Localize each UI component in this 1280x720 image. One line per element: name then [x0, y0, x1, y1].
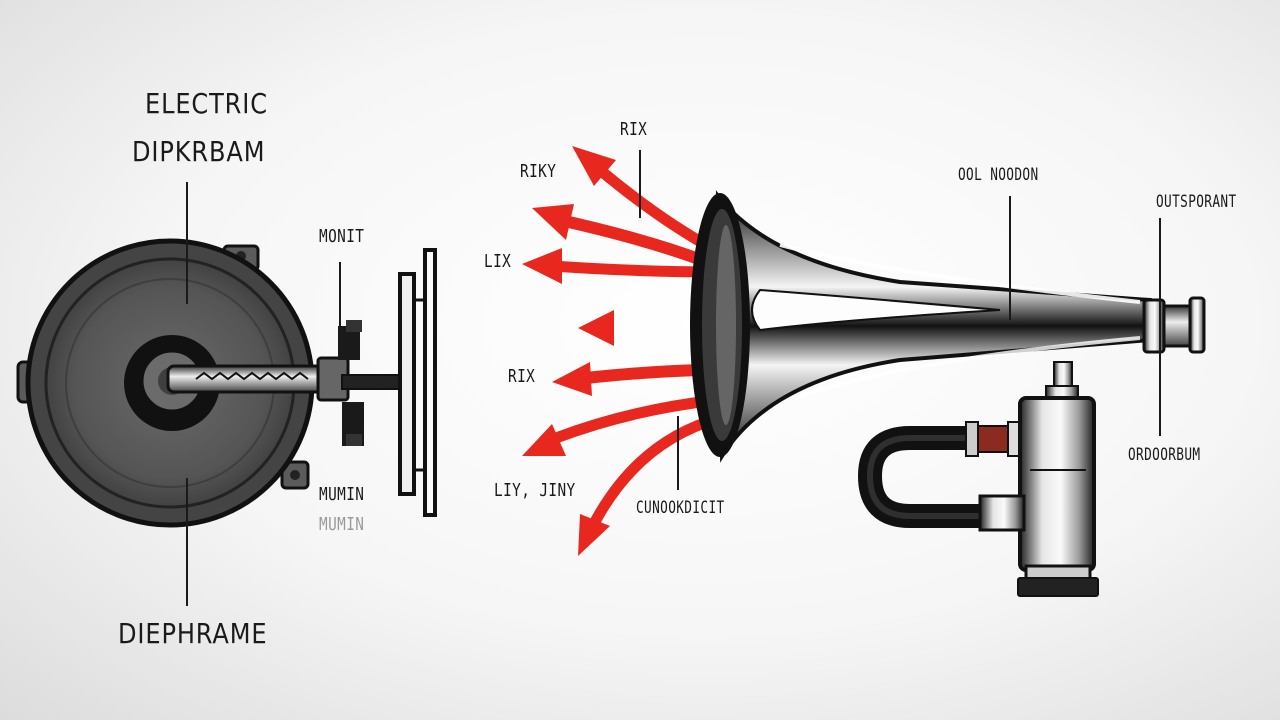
- label-riky: RIKY: [520, 161, 557, 182]
- mounting-lug-right: [280, 460, 310, 490]
- horn-end-fitting: [1142, 296, 1206, 354]
- compressor-assembly: [857, 361, 1099, 597]
- label-connector: CUNOOKDICIT: [636, 498, 725, 518]
- leader-lines: [186, 150, 1161, 606]
- actuator-rod: [166, 320, 405, 446]
- label-mumin-reflection: MUMIN: [319, 514, 365, 535]
- label-outlet: OUTSPORANT: [1156, 192, 1237, 212]
- vibrating-plate: [398, 248, 437, 517]
- label-ordoorbum: ORDOORBUM: [1128, 445, 1201, 465]
- label-liy-jiny: LIY, JINY: [494, 480, 576, 501]
- label-rix-top: RIX: [620, 119, 648, 140]
- red-fitting: [965, 421, 1023, 457]
- label-oil-induction: OOL NOODON: [958, 165, 1039, 185]
- arrow-5: [552, 362, 706, 396]
- arrow-7: [578, 412, 726, 556]
- valve-top-nozzle: [1045, 361, 1079, 399]
- arrow-1: [572, 146, 721, 256]
- valve-body: [1018, 396, 1096, 572]
- label-monit: MONIT: [319, 226, 365, 247]
- label-rix-mid: RIX: [508, 366, 536, 387]
- label-diaphragm-bottom: DIEPHRAME: [118, 617, 268, 650]
- label-mumin: MUMIN: [319, 484, 365, 505]
- label-lix: LIX: [484, 251, 512, 272]
- label-electric: ELECTRIC: [145, 87, 268, 120]
- label-diaphragm-top: DIPKRBAM: [132, 135, 266, 168]
- horn-trumpet: [690, 190, 1206, 463]
